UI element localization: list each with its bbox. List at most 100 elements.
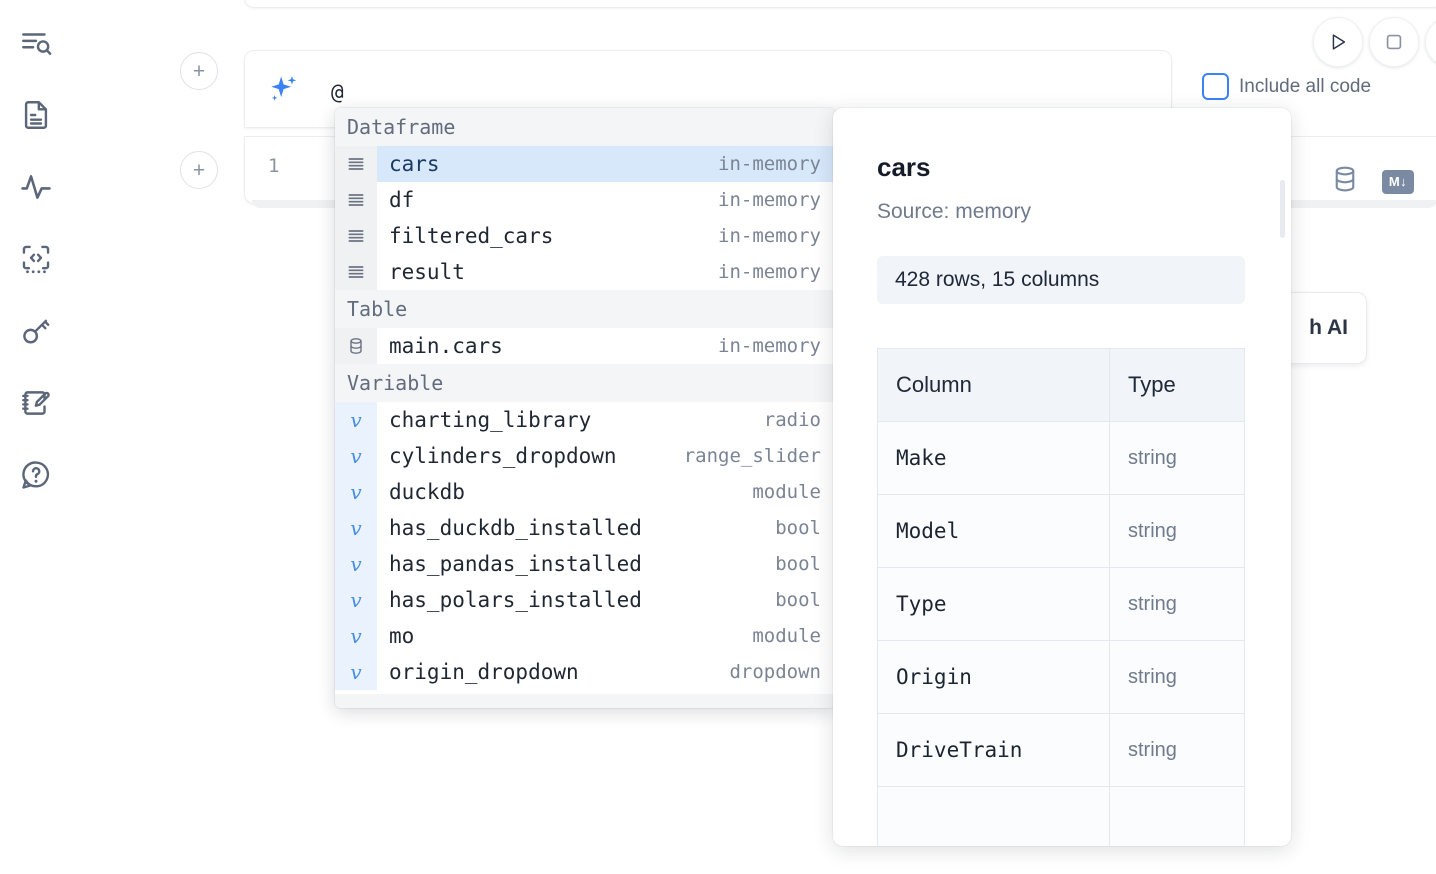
variable-icon: v xyxy=(335,438,377,474)
dataframe-icon xyxy=(335,218,377,254)
autocomplete-item-meta: in-memory xyxy=(718,261,821,283)
help-chat-icon[interactable] xyxy=(13,450,59,500)
dataframe-icon xyxy=(335,254,377,290)
autocomplete-item-body: filtered_cars in-memory xyxy=(377,218,835,254)
variable-icon: v xyxy=(335,546,377,582)
autocomplete-item-meta: bool xyxy=(775,553,821,575)
schema-column-name: Make xyxy=(877,421,1110,495)
variable-icon: v xyxy=(335,402,377,438)
detail-scrollbar[interactable] xyxy=(1280,180,1285,238)
autocomplete-item[interactable]: cars in-memory xyxy=(335,146,835,182)
type-header: Type xyxy=(1109,348,1245,422)
explore-search-icon[interactable] xyxy=(13,18,59,68)
ai-prompt-input[interactable] xyxy=(331,75,1031,109)
add-cell-below-button[interactable]: + xyxy=(180,151,218,189)
autocomplete-item-name: result xyxy=(389,260,465,284)
schema-column-type: string xyxy=(1109,713,1245,787)
sparkle-icon xyxy=(267,73,301,107)
autocomplete-item-meta: in-memory xyxy=(718,189,821,211)
autocomplete-item-meta: bool xyxy=(775,589,821,611)
code-snippets-icon[interactable] xyxy=(13,234,59,284)
include-all-code-label: Include all code xyxy=(1239,75,1372,97)
autocomplete-item-body: result in-memory xyxy=(377,254,835,290)
markdown-icon[interactable]: M↓ xyxy=(1382,169,1414,194)
schema-column-type xyxy=(1109,786,1245,846)
autocomplete-item-name: has_pandas_installed xyxy=(389,552,642,576)
autocomplete-item-name: cylinders_dropdown xyxy=(389,444,617,468)
variable-icon: v xyxy=(335,618,377,654)
database-icon xyxy=(335,328,377,364)
dataframe-icon xyxy=(335,146,377,182)
database-icon[interactable] xyxy=(1330,164,1360,199)
autocomplete-item-meta: in-memory xyxy=(718,225,821,247)
autocomplete-item[interactable]: v has_pandas_installed bool xyxy=(335,546,835,582)
autocomplete-item-meta: module xyxy=(752,481,821,503)
file-document-icon[interactable] xyxy=(13,90,59,140)
schema-column-name: Type xyxy=(877,567,1110,641)
autocomplete-item-body: duckdb module xyxy=(377,474,835,510)
include-all-code-row[interactable]: Include all code xyxy=(1202,73,1371,100)
activity-pulse-icon[interactable] xyxy=(13,162,59,212)
schema-column-type: string xyxy=(1109,494,1245,568)
autocomplete-item[interactable]: filtered_cars in-memory xyxy=(335,218,835,254)
dataframe-icon xyxy=(335,182,377,218)
autocomplete-item-body: df in-memory xyxy=(377,182,835,218)
schema-column-type: string xyxy=(1109,421,1245,495)
autocomplete-item[interactable]: v cylinders_dropdown range_slider xyxy=(335,438,835,474)
stop-button[interactable] xyxy=(1369,17,1419,67)
autocomplete-group-header: Table xyxy=(335,290,835,328)
run-button[interactable] xyxy=(1313,17,1363,67)
autocomplete-fade xyxy=(335,694,835,708)
schema-column-name: Model xyxy=(877,494,1110,568)
add-cell-above-button[interactable]: + xyxy=(180,52,218,90)
autocomplete-item-meta: module xyxy=(752,625,821,647)
key-secrets-icon[interactable] xyxy=(13,306,59,356)
autocomplete-item-meta: in-memory xyxy=(718,153,821,175)
autocomplete-item-meta: range_slider xyxy=(683,445,821,467)
autocomplete-item-name: duckdb xyxy=(389,480,465,504)
schema-column-type: string xyxy=(1109,567,1245,641)
autocomplete-item-body: cars in-memory xyxy=(377,146,835,182)
autocomplete-group-header: Dataframe xyxy=(335,108,835,146)
autocomplete-item-name: main.cars xyxy=(389,334,503,358)
line-number: 1 xyxy=(268,155,280,177)
autocomplete-item[interactable]: df in-memory xyxy=(335,182,835,218)
autocomplete-item-name: origin_dropdown xyxy=(389,660,579,684)
scratchpad-edit-icon[interactable] xyxy=(13,378,59,428)
detail-shape-badge: 428 rows, 15 columns xyxy=(877,256,1245,304)
variable-icon: v xyxy=(335,582,377,618)
autocomplete-item-meta: radio xyxy=(763,409,821,431)
more-actions-button[interactable] xyxy=(1425,17,1436,67)
left-sidebar xyxy=(0,0,72,874)
autocomplete-item-name: filtered_cars xyxy=(389,224,554,248)
table-row xyxy=(877,786,1245,846)
include-all-code-checkbox[interactable] xyxy=(1202,73,1229,100)
autocomplete-item[interactable]: result in-memory xyxy=(335,254,835,290)
autocomplete-item-body: has_pandas_installed bool xyxy=(377,546,835,582)
autocomplete-item-name: cars xyxy=(389,152,440,176)
autocomplete-group-header: Variable xyxy=(335,364,835,402)
variable-icon: v xyxy=(335,510,377,546)
schema-column-name xyxy=(877,786,1110,846)
autocomplete-item-name: df xyxy=(389,188,415,212)
column-header: Column xyxy=(877,348,1110,422)
